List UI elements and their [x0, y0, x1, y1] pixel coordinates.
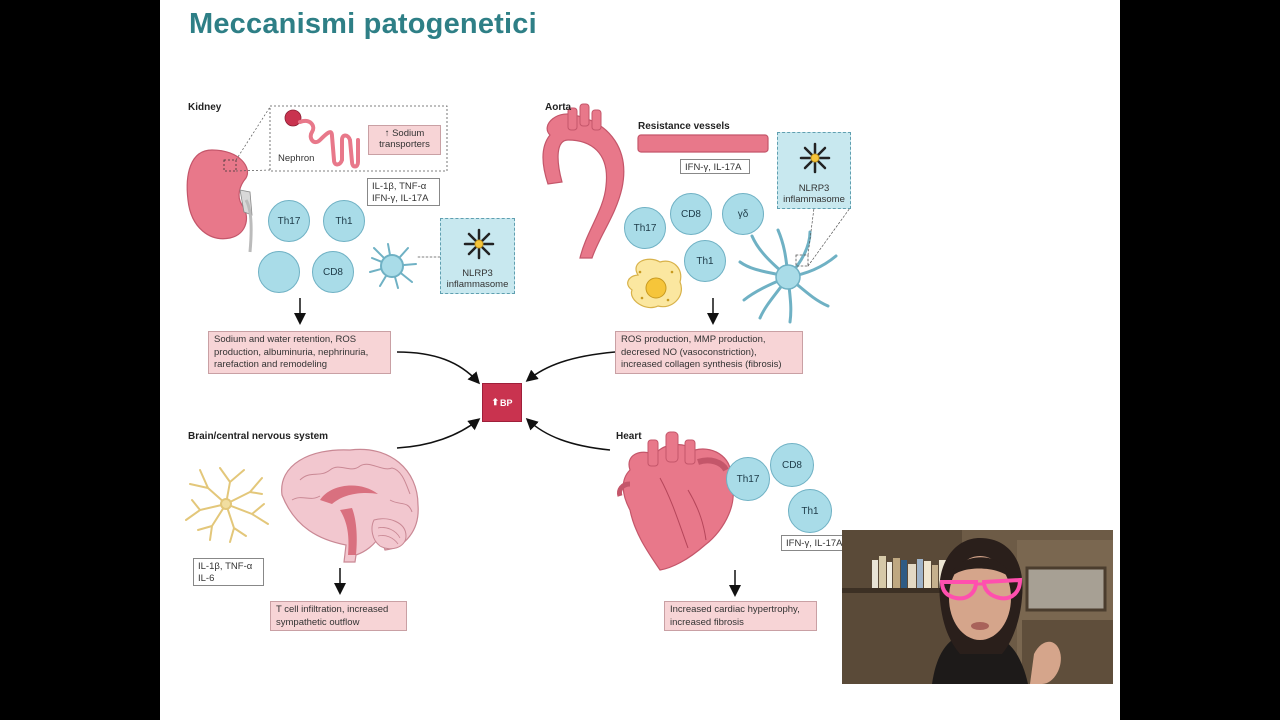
- diagram-artwork: [185, 103, 851, 597]
- kidney-label: Kidney: [188, 102, 222, 113]
- kidney-effect-box: Sodium and water retention, ROS producti…: [208, 331, 391, 374]
- brain-illustration: [281, 448, 419, 563]
- aorta-nlrp3-label: NLRP3 inflammasome: [778, 183, 850, 205]
- kidney-cell-th1: Th1: [323, 200, 365, 242]
- aorta-label: Aorta: [545, 102, 572, 113]
- aorta-cell-th17: Th17: [624, 207, 666, 249]
- kidney-nlrp3-box: NLRP3 inflammasome: [440, 218, 515, 294]
- kidney-cell-th17: Th17: [268, 200, 310, 242]
- aorta-dendritic-cell: [738, 207, 851, 324]
- aorta-cell-th1: Th1: [684, 240, 726, 282]
- heart-illustration: [617, 431, 734, 571]
- aorta-cell-cd8: CD8: [670, 193, 712, 235]
- inflammasome-icon: [799, 142, 831, 174]
- kidney-cell-unlabeled: [258, 251, 300, 293]
- heart-label: Heart: [616, 431, 642, 442]
- kidney-cytokine-line: IL-1β, TNF-α: [372, 181, 427, 192]
- nlrp3-line: inflammasome: [783, 194, 845, 205]
- aorta-nlrp3-box: NLRP3 inflammasome: [777, 132, 851, 209]
- blood-pressure-box: ⬆ BP: [482, 383, 522, 422]
- heart-cell-th17: Th17: [726, 457, 770, 501]
- inflammasome-icon: [463, 228, 495, 260]
- heart-cell-cd8: CD8: [770, 443, 814, 487]
- kidney-cytokine-box: IL-1β, TNF-α IFN-γ, IL-17A: [367, 178, 440, 206]
- brain-effect-box: T cell infiltration, increased sympathet…: [270, 601, 407, 631]
- up-arrow-icon: ⬆: [491, 397, 500, 407]
- kidney-illustration: [186, 105, 448, 253]
- brain-cytokine-line: IL-1β, TNF-α: [198, 561, 253, 572]
- nephron-label: Nephron: [278, 153, 315, 164]
- brain-cytokine-box: IL-1β, TNF-α IL-6: [193, 558, 264, 586]
- aorta-effect-box: ROS production, MMP production, decresed…: [615, 331, 803, 374]
- aorta-macrophage: [627, 258, 682, 309]
- resistance-vessels-label: Resistance vessels: [638, 121, 730, 132]
- kidney-nlrp3-label: NLRP3 inflammasome: [441, 268, 514, 290]
- kidney-cell-cd8: CD8: [312, 251, 354, 293]
- slide: Meccanismi patogenetici: [160, 0, 1120, 720]
- sodium-transporters-box: ↑ Sodium transporters: [368, 125, 441, 155]
- aorta-cell-gamma-delta: γδ: [722, 193, 764, 235]
- aorta-cytokine-box: IFN-γ, IL-17A: [680, 159, 750, 174]
- kidney-dendritic-cell: [369, 243, 444, 289]
- brain-cytokine-line: IL-6: [198, 572, 215, 584]
- slide-title: Meccanismi patogenetici: [189, 8, 537, 40]
- webcam-video-frame: [842, 530, 1113, 684]
- heart-cytokine-box: IFN-γ, IL-17A: [781, 535, 853, 551]
- nlrp3-line: NLRP3: [798, 183, 830, 194]
- nlrp3-line: inflammasome: [446, 279, 509, 290]
- kidney-cytokine-line: IFN-γ, IL-17A: [372, 192, 429, 204]
- nlrp3-line: NLRP3: [462, 268, 493, 279]
- heart-cell-th1: Th1: [788, 489, 832, 533]
- heart-effect-box: Increased cardiac hypertrophy, increased…: [664, 601, 817, 631]
- presenter-webcam: [842, 530, 1113, 684]
- astrocyte-illustration: [185, 467, 269, 543]
- brain-label: Brain/central nervous system: [188, 431, 329, 442]
- aorta-illustration: [542, 103, 769, 259]
- bp-label: BP: [500, 397, 513, 408]
